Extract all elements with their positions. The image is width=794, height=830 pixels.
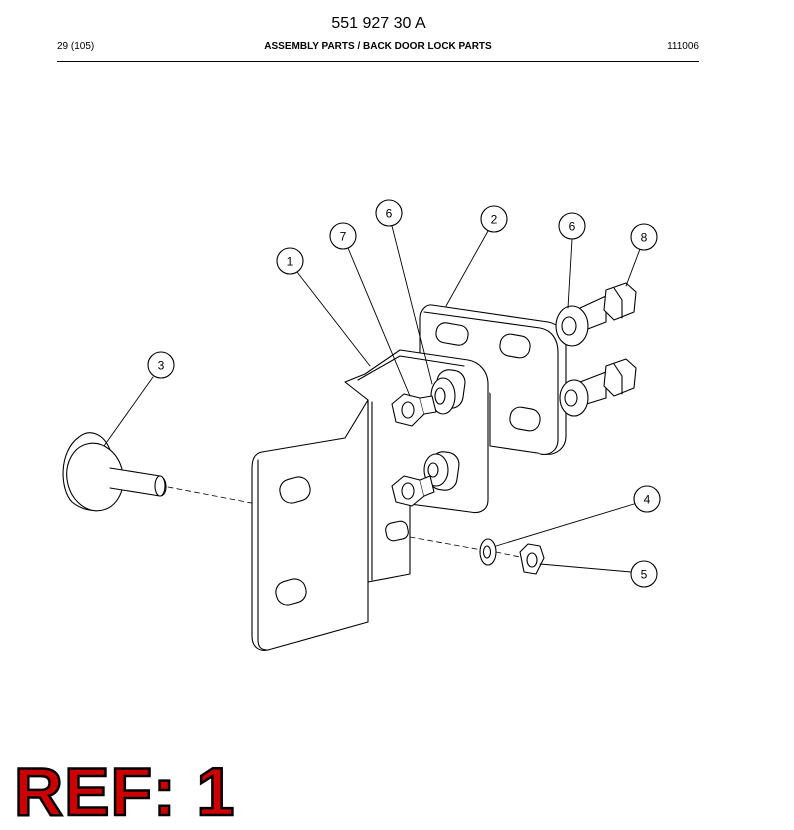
part-5-lock-nut [519, 543, 545, 575]
callout-8-label: 8 [641, 231, 648, 245]
part-4-washer [479, 538, 497, 566]
page-reference: 29 (105) [57, 41, 95, 52]
callout-1-label: 1 [287, 255, 294, 269]
callout-8 [630, 223, 658, 251]
part-6-washer-lower [559, 379, 589, 417]
callout-6-front-label: 6 [386, 207, 393, 221]
callout-6-front [375, 199, 403, 227]
part-6-washer-upper [555, 305, 589, 347]
part-7-nut-lower [391, 475, 435, 507]
document-number: 551 927 30 A [331, 15, 426, 32]
leader-lines [103, 225, 641, 573]
part-3-buffer [62, 432, 167, 512]
reference-stamp: REF: 1 [13, 754, 236, 830]
callout-6-rear [558, 212, 586, 240]
callout-5 [630, 560, 658, 588]
part-8-bolt-upper [579, 282, 637, 333]
callout-4 [633, 485, 661, 513]
callout-balloons: 1 2 3 4 5 6 6 7 8 [147, 199, 661, 588]
callout-4-label: 4 [644, 493, 651, 507]
page-header: 29 (105) ASSEMBLY PARTS / BACK DOOR LOCK… [57, 41, 699, 55]
callout-7-label: 7 [340, 230, 347, 244]
part-7-nut-upper [391, 393, 437, 427]
section-title: ASSEMBLY PARTS / BACK DOOR LOCK PARTS [264, 41, 492, 52]
header-rule [57, 61, 699, 62]
callout-6-rear-label: 6 [569, 220, 576, 234]
callout-3-label: 3 [158, 359, 165, 373]
part-2-rear-plate [419, 304, 567, 455]
callout-3 [147, 351, 175, 379]
callout-7 [329, 222, 357, 250]
callout-2 [480, 205, 508, 233]
callout-2-label: 2 [491, 213, 498, 227]
callout-5-label: 5 [641, 568, 648, 582]
date-code: 111006 [667, 41, 699, 52]
callout-1 [276, 247, 304, 275]
